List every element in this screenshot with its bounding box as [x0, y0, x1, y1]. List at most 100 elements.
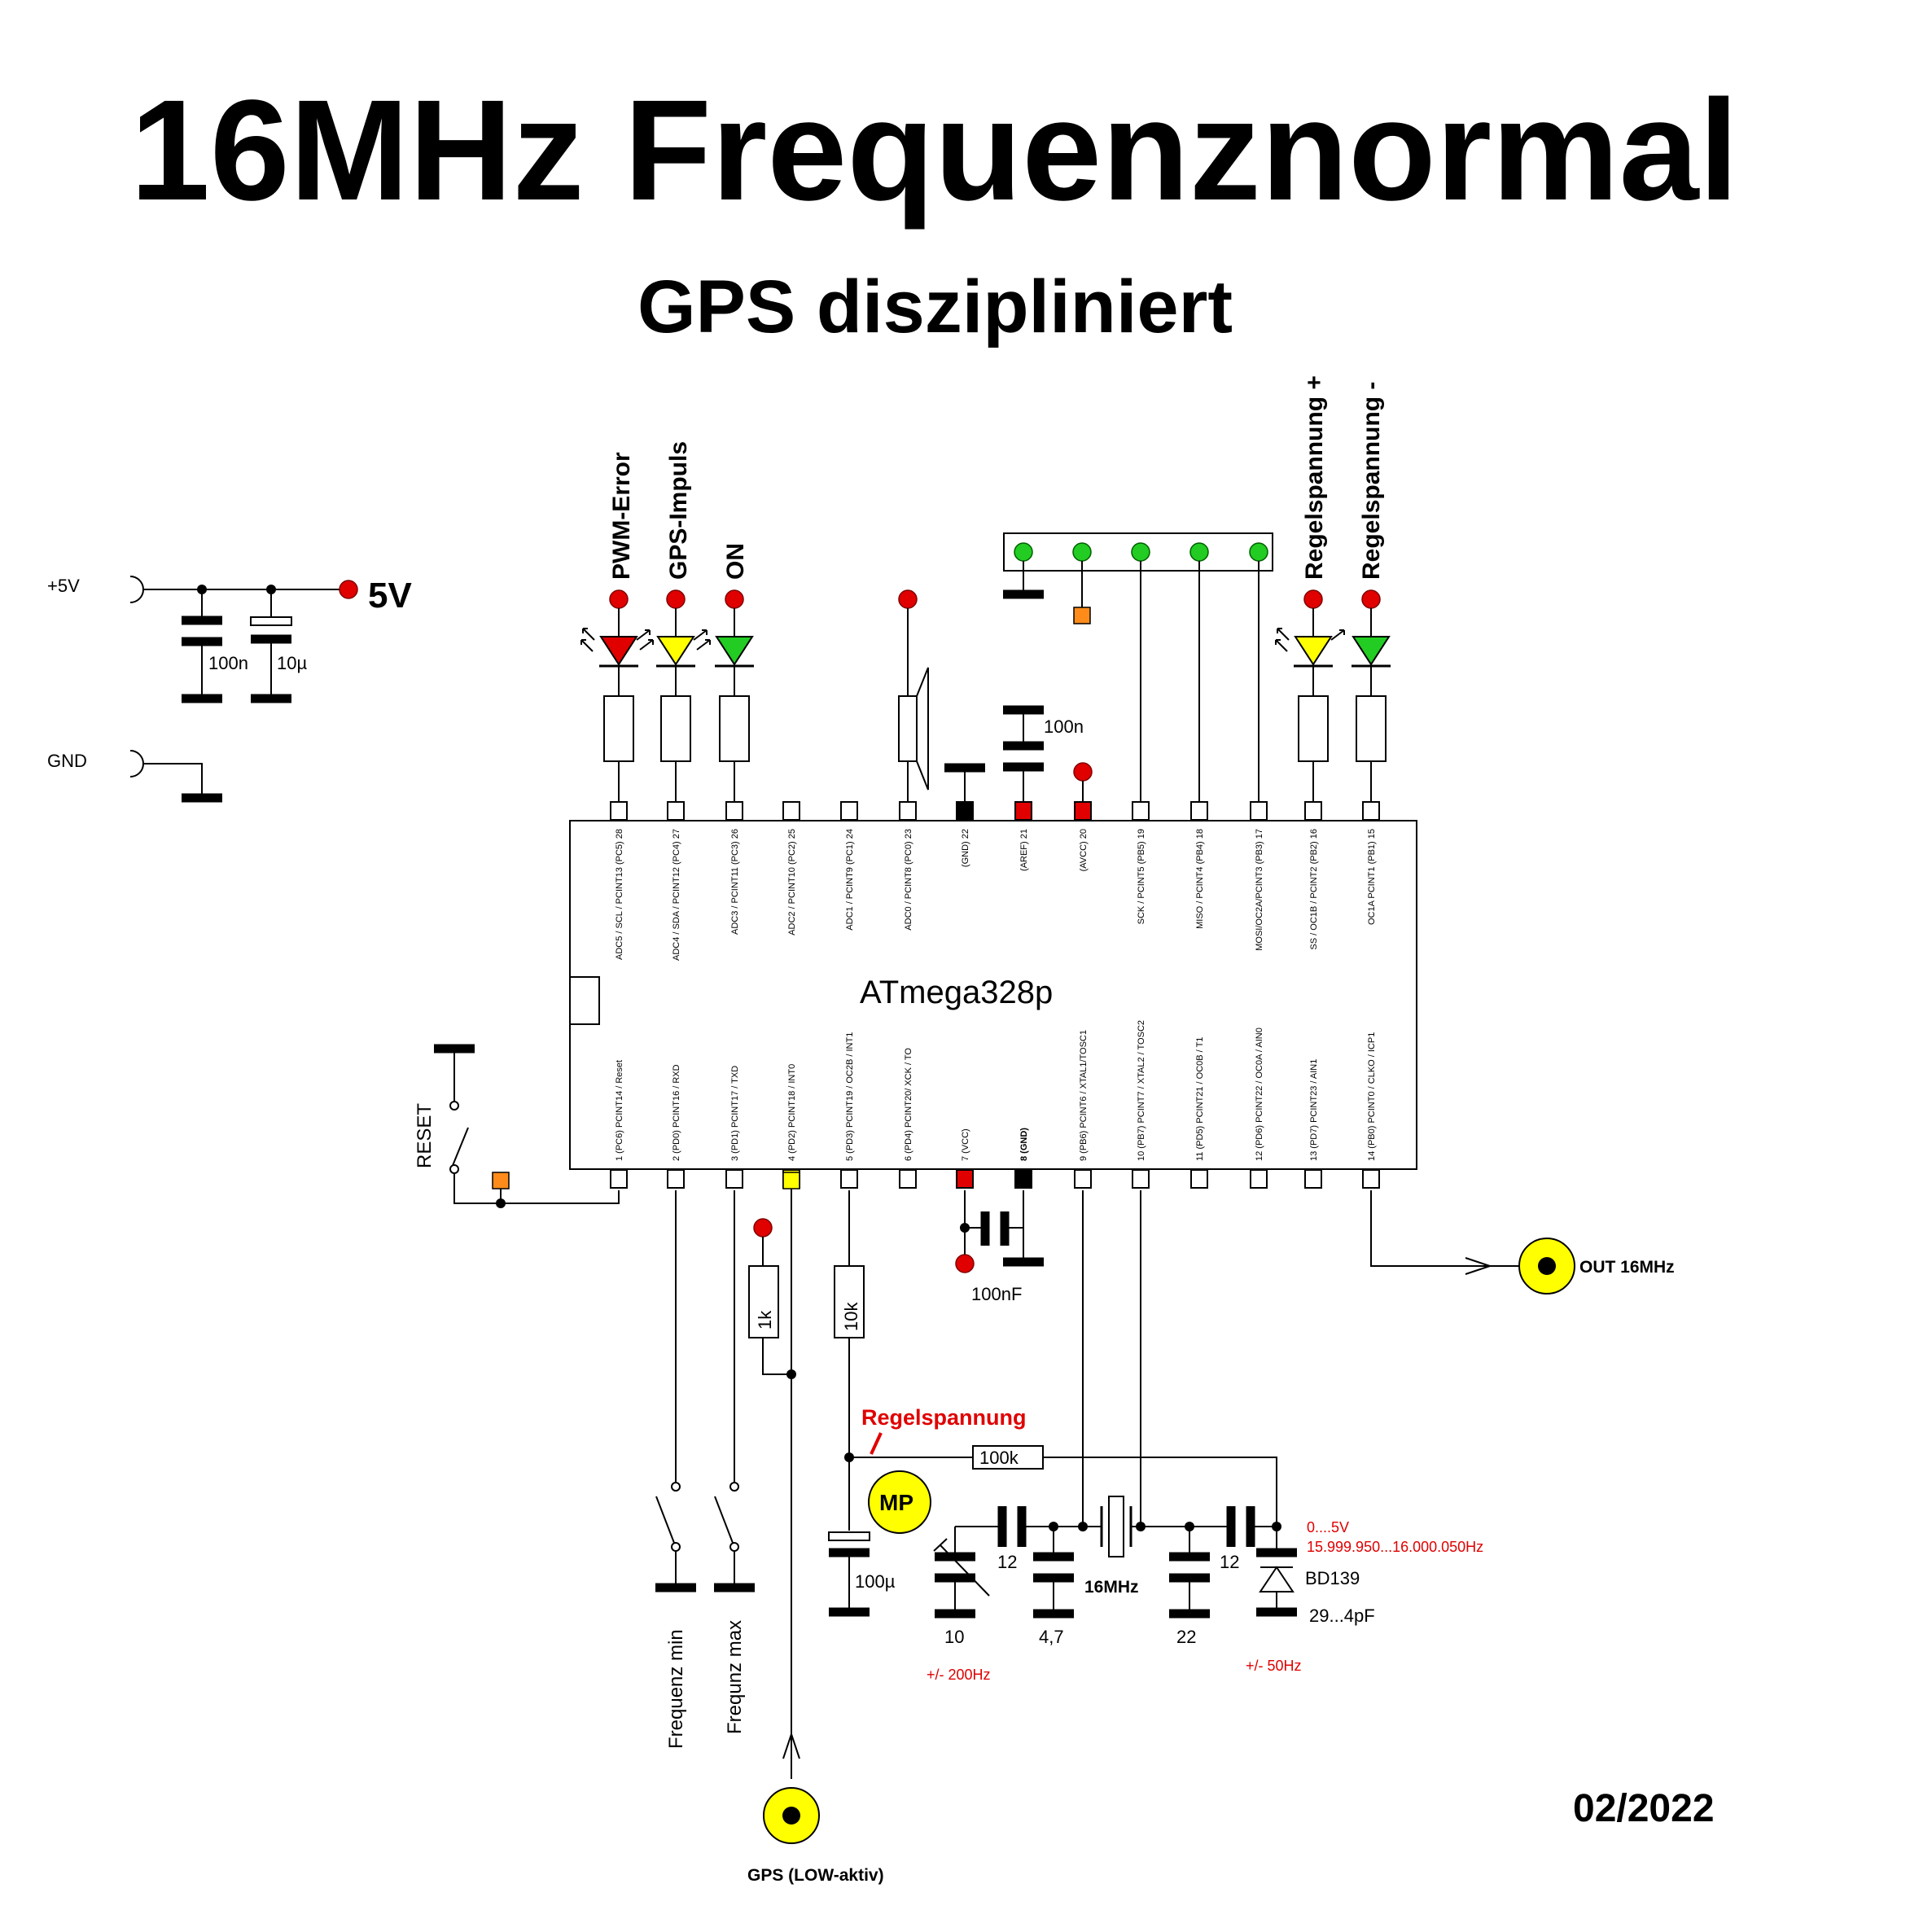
- chip-top-pin-label: MISO / PCINT4 (PB4) 18: [1195, 829, 1205, 929]
- volt-range-label: 0....5V: [1307, 1519, 1349, 1536]
- chip-top-pin: [725, 801, 743, 821]
- led-on-label: ON: [722, 543, 749, 580]
- reset-label: RESET: [414, 1103, 436, 1168]
- chip-bottom-pin: [1304, 1169, 1322, 1189]
- chip-top-pin: [1014, 801, 1032, 821]
- chip-bottom-pin-label: 14 (PB0) PCINT0 / CLKO / ICP1: [1367, 1032, 1377, 1161]
- chip-top-pin-label: ADC4 / SDA / PCINT12 (PC4) 27: [672, 829, 681, 961]
- led-regel-minus: Regelspannung -: [1352, 382, 1391, 802]
- chip-notch: [569, 976, 600, 1025]
- chip-top-pin: [1074, 801, 1092, 821]
- chip-bottom-pin: [899, 1169, 917, 1189]
- piezo-icon: [916, 667, 929, 791]
- aref-cap: 100n: [1003, 705, 1084, 802]
- led-gps-impuls: GPS-Impuls: [656, 441, 711, 802]
- vcc-cap: 100nF: [955, 1190, 1044, 1304]
- vcc-label: 5V: [368, 576, 412, 616]
- oscillator: 12 10 +/- 200Hz 4,7 16MHz 22 12: [927, 1190, 1483, 1683]
- chip-bottom-pin-label: 9 (PB6) PCINT6 / XTAL1/TOSC1: [1079, 1030, 1089, 1161]
- crystal-icon: [1108, 1496, 1124, 1557]
- crystal-label: 16MHz: [1084, 1578, 1139, 1597]
- atmega328p: ATmega328p ADC5 / SCL / PCINT13 (PC5) 28…: [569, 801, 1417, 1189]
- c-12a-label: 12: [997, 1552, 1017, 1572]
- aref-cap-label: 100n: [1044, 716, 1084, 737]
- out-connector: OUT 16MHz: [1370, 1190, 1675, 1295]
- led-green-icon: [1352, 636, 1391, 666]
- chip-bottom-pin: [840, 1169, 858, 1189]
- chip-top-pin: [1190, 801, 1208, 821]
- adc0-piezo: [898, 589, 929, 802]
- page-subtitle: GPS diszipliniert: [637, 265, 1233, 348]
- gnd-label: GND: [47, 751, 87, 771]
- chip-top-pin-label: ADC5 / SCL / PCINT13 (PC5) 28: [615, 829, 624, 960]
- c-10-label: 10: [944, 1627, 964, 1647]
- isp-header: [1003, 532, 1273, 802]
- vplus-label: +5V: [47, 576, 80, 596]
- chip-bottom-pin-label: 5 (PD3) PCINT19 / OC2B / INT1: [845, 1032, 855, 1161]
- led-yellow-icon: [656, 636, 695, 666]
- c-10u-label: 10µ: [277, 653, 307, 673]
- led-pwm-error-label: PWM-Error: [608, 452, 635, 580]
- chip-top-pin-label: (AVCC) 20: [1079, 829, 1089, 871]
- led-regel-plus-label: Regelspannung +: [1301, 375, 1328, 580]
- mp-label: MP: [879, 1490, 913, 1515]
- led-gps-impuls-label: GPS-Impuls: [665, 441, 692, 580]
- led-regel-plus: Regelspannung +: [1275, 375, 1345, 802]
- chip-bottom-pin-label: 7 (VCC): [961, 1128, 970, 1161]
- chip-bottom-pin-label: 1 (PC6) PCINT14 / Reset: [615, 1060, 624, 1161]
- gnd-socket: [129, 750, 144, 778]
- chip-top-pin-label: ADC1 / PCINT9 (PC1) 24: [845, 829, 855, 931]
- chip-bottom-pin-label: 3 (PD1) PCINT17 / TXD: [730, 1066, 740, 1161]
- c-22-label: 22: [1176, 1627, 1196, 1647]
- chip-bottom-pin-label: 11 (PD5) PCINT21 / OC0B / T1: [1195, 1037, 1205, 1161]
- chip-top-pin-label: MOSI/OC2A/PCINT3 (PB3) 17: [1255, 829, 1264, 951]
- chip-top-pin: [899, 801, 917, 821]
- chip-bottom-pin-label: 4 (PD2) PCINT18 / INT0: [787, 1064, 797, 1161]
- chip-bottom-pin-label: 13 (PD7) PCINT23 / AIN1: [1309, 1059, 1319, 1161]
- chip-bottom-pin-label: 2 (PD0) PCINT16 / RXD: [672, 1064, 681, 1161]
- orange-marker: [1073, 607, 1091, 624]
- led-red-icon: [599, 636, 638, 666]
- chip-top-pin: [1304, 801, 1322, 821]
- led-green-icon: [715, 636, 754, 666]
- chip-bottom-pin-label: 10 (PB7) PCINT7 / XTAL2 / TOSC2: [1137, 1020, 1146, 1161]
- c-100u-label: 100µ: [855, 1571, 896, 1592]
- gps-input: 1k GPS (LOW-aktiv): [747, 1172, 884, 1885]
- chip-top-pin-label: SS / OC1B / PCINT2 (PB2) 16: [1309, 829, 1319, 950]
- chip-bottom-pin: [1250, 1169, 1268, 1189]
- vcc-cap-label: 100nF: [971, 1284, 1022, 1304]
- freq-switches: Frequenz min Frequnz max: [655, 1190, 755, 1749]
- yellow-marker: [782, 1172, 800, 1189]
- chip-bottom-pin: [610, 1169, 628, 1189]
- chip-top-pin: [1250, 801, 1268, 821]
- chip-bottom-pin-label: 8 (GND): [1019, 1128, 1029, 1161]
- out-label: OUT 16MHz: [1579, 1258, 1675, 1277]
- c-47-label: 4,7: [1039, 1627, 1064, 1647]
- freq-range-label: 15.999.950...16.000.050Hz: [1307, 1539, 1483, 1555]
- vcc-point: [339, 580, 358, 599]
- c-100n-label: 100n: [208, 653, 248, 673]
- chip-bottom-pin: [1190, 1169, 1208, 1189]
- range-right-label: +/- 50Hz: [1246, 1658, 1302, 1674]
- r-1k-label: 1k: [755, 1310, 775, 1330]
- chip-top-pin-label: (AREF) 21: [1019, 829, 1029, 871]
- varicap-icon: [1259, 1566, 1295, 1592]
- chip-top-pin-label: OC1A PCINT1 (PB1) 15: [1367, 829, 1377, 925]
- supply-section: +5V 5V 100n 10µ GND: [47, 576, 412, 803]
- chip-bottom-pin: [1074, 1169, 1092, 1189]
- varicap-range-label: 29...4pF: [1309, 1606, 1375, 1626]
- pwm-filter: 10k 100µ 100k Regelspannung MP: [828, 1190, 1277, 1617]
- led-regel-minus-label: Regelspannung -: [1358, 382, 1385, 580]
- chip-top-pin-label: SCK / PCINT5 (PB5) 19: [1137, 829, 1146, 924]
- measure-point: [868, 1470, 931, 1534]
- vplus-socket: [129, 576, 144, 603]
- chip-top-pin: [1362, 801, 1380, 821]
- chip-top-pin-label: ADC2 / PCINT10 (PC2) 25: [787, 829, 797, 935]
- led-on: ON: [715, 543, 754, 802]
- chip-top-pin: [1132, 801, 1150, 821]
- r-100k-label: 100k: [979, 1448, 1019, 1468]
- gps-label: GPS (LOW-aktiv): [747, 1866, 884, 1885]
- chip-top-pin-label: (GND) 22: [961, 829, 970, 867]
- freq-max-label: Frequnz max: [724, 1620, 746, 1734]
